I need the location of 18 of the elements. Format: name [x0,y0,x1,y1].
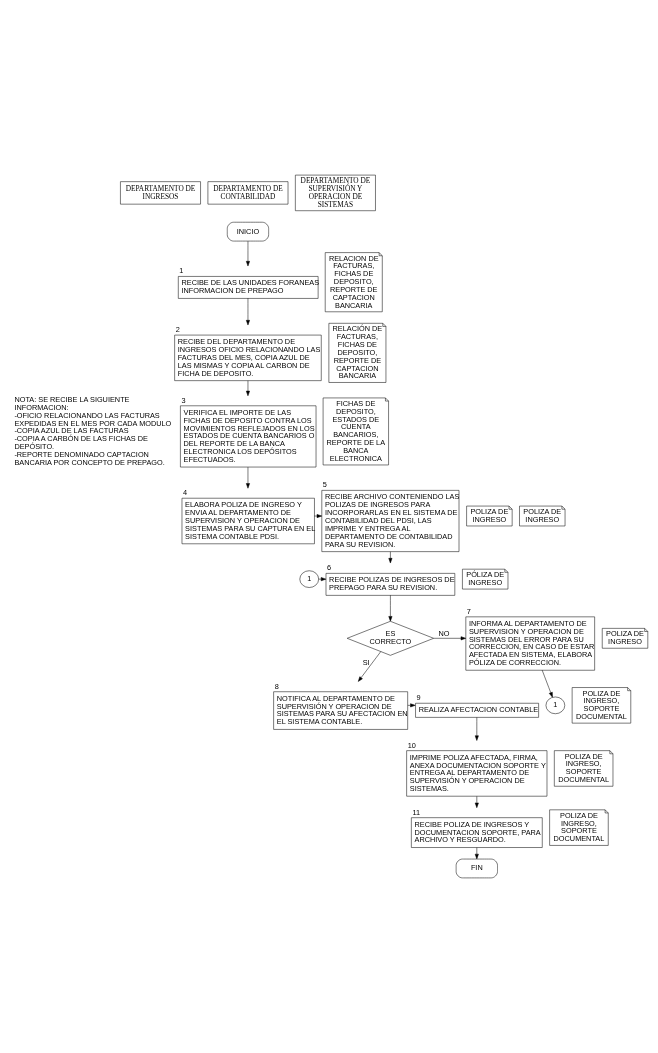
node-box: DEPARTAMENTO DE SUPERVISIÓN Y OPERACION DE SISTEMAS [295,174,376,211]
arrow [388,595,393,622]
node-box: DEPARTAMENTO DE CONTABILIDAD [207,181,289,205]
arrow [388,551,393,564]
arrow [318,577,327,582]
arrow [314,514,322,518]
arrow [407,703,416,708]
arrow [474,717,479,741]
arrow [246,380,250,397]
arrow [474,847,479,860]
arrow [246,241,250,267]
arrow [358,651,382,682]
arrow [246,466,250,489]
node-box: DEPARTAMENTO DE INGRESOS [120,181,201,205]
arrow [474,796,479,808]
arrow [541,669,553,698]
arrow [246,297,250,326]
arrow [433,636,466,641]
